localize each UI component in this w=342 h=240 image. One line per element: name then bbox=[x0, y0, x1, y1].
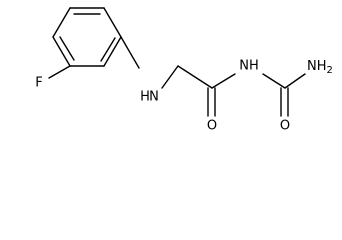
structure-diagram: F H N O NH O NH2 bbox=[35, 7, 333, 133]
amine-h-label: H bbox=[140, 90, 150, 105]
carbonyl-oxygen-2-label: O bbox=[280, 119, 290, 133]
c-n-bond bbox=[120, 36, 140, 69]
carbonyl-nh-bond bbox=[211, 73, 236, 89]
ring-double-bond bbox=[100, 37, 116, 62]
ring-bond bbox=[103, 36, 122, 67]
nh-urea-carbon-bond bbox=[262, 73, 286, 89]
terminal-nh-text: NH bbox=[307, 59, 327, 74]
terminal-nh2-label: NH2 bbox=[307, 59, 333, 76]
imide-nh-label: NH bbox=[239, 59, 259, 74]
c-f-bond bbox=[48, 65, 71, 79]
urea-nh2-bond bbox=[284, 73, 306, 89]
carbonyl-oxygen-1-label: O bbox=[207, 119, 217, 133]
ring-bond bbox=[103, 7, 122, 38]
fluorine-label: F bbox=[35, 76, 42, 91]
amine-n-label: N bbox=[149, 90, 159, 105]
ring-bond bbox=[52, 7, 71, 38]
benzene-ring bbox=[52, 7, 122, 67]
terminal-subscript: 2 bbox=[327, 65, 333, 76]
ring-bond bbox=[52, 36, 71, 67]
ch2-carbonyl-bond bbox=[177, 65, 213, 89]
n-ch2-bond bbox=[161, 65, 179, 89]
ring-double-bond bbox=[59, 36, 75, 61]
